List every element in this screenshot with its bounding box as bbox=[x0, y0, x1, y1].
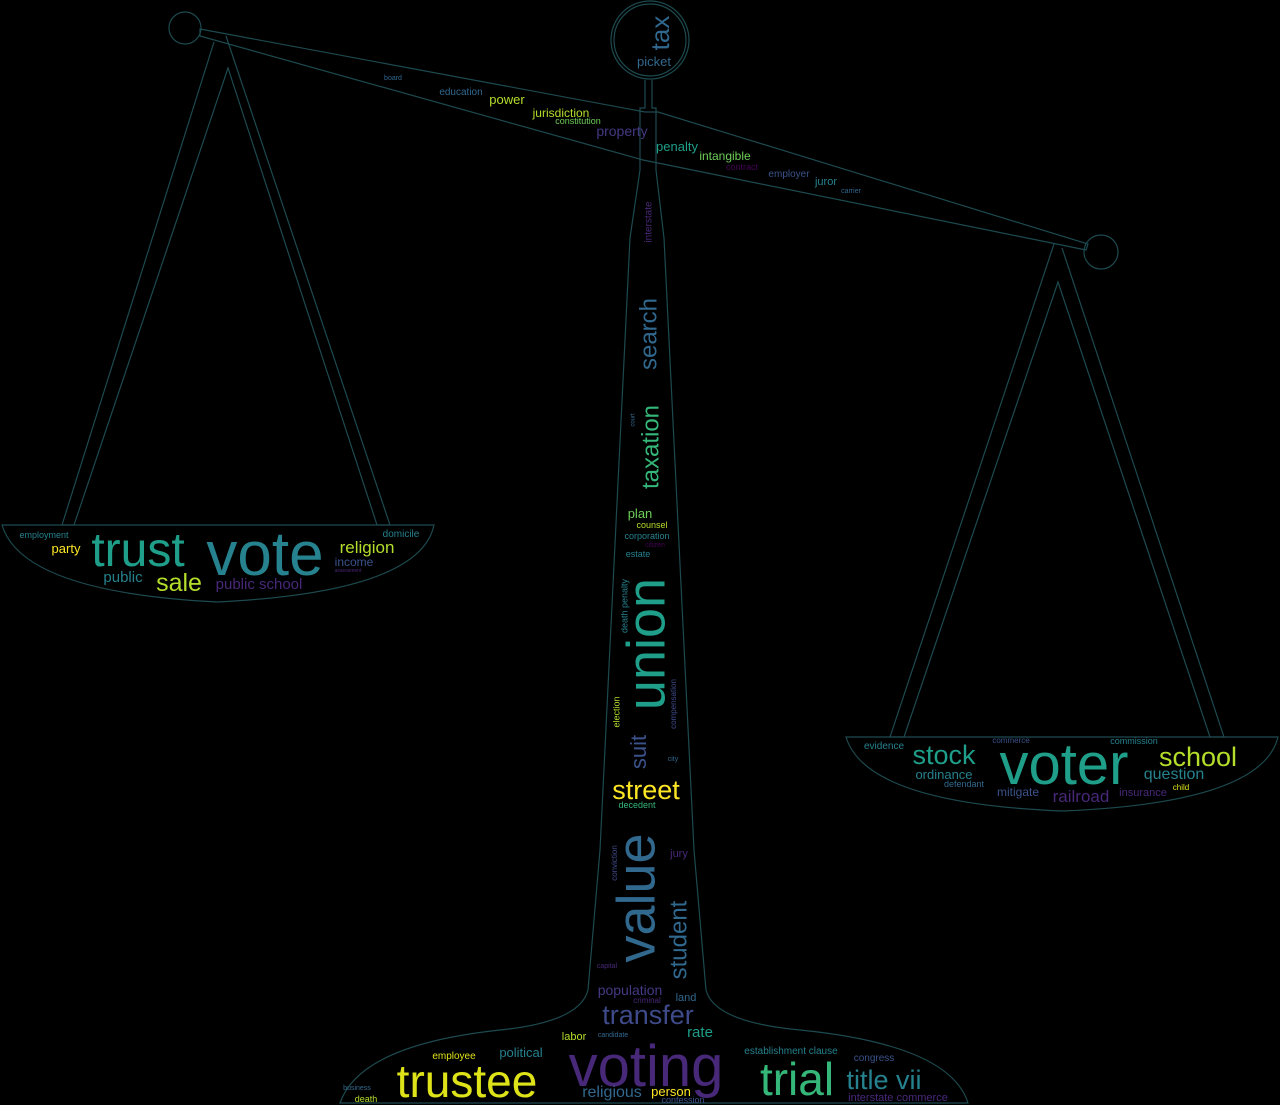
word: party bbox=[52, 541, 81, 556]
word: union bbox=[616, 578, 676, 710]
word: confession bbox=[661, 1095, 704, 1105]
word: vote bbox=[206, 520, 323, 589]
word: assessment bbox=[335, 568, 362, 574]
word: transfer bbox=[602, 1000, 694, 1030]
word: defendant bbox=[944, 779, 985, 789]
word: domicile bbox=[383, 529, 420, 540]
balance-beam bbox=[199, 28, 1089, 251]
word: value bbox=[606, 833, 666, 962]
top-ring bbox=[610, 0, 690, 80]
word: candidate bbox=[598, 1032, 628, 1039]
word: trust bbox=[91, 524, 184, 577]
word: plan bbox=[628, 506, 653, 521]
word: power bbox=[489, 92, 525, 107]
word: business bbox=[343, 1085, 371, 1092]
word: trustee bbox=[397, 1055, 538, 1105]
word: public bbox=[103, 569, 143, 586]
word: citizen bbox=[645, 542, 665, 549]
word: voter bbox=[1000, 732, 1129, 797]
right-pan-strings bbox=[889, 243, 1225, 738]
top-ring-inner bbox=[613, 3, 687, 77]
word: intangible bbox=[699, 149, 751, 163]
word: constitution bbox=[555, 116, 601, 126]
word: establishment clause bbox=[744, 1046, 838, 1057]
word: estate bbox=[626, 549, 651, 559]
word: education bbox=[439, 87, 482, 98]
word: religious bbox=[582, 1084, 642, 1101]
word: court bbox=[631, 413, 637, 427]
word: ordinance bbox=[915, 767, 972, 782]
word: election bbox=[611, 696, 621, 727]
word: evidence bbox=[864, 741, 904, 752]
word: railroad bbox=[1053, 787, 1110, 806]
word: population bbox=[598, 982, 663, 998]
right-pan bbox=[845, 736, 1279, 812]
word: religion bbox=[340, 538, 395, 557]
word: school bbox=[1159, 742, 1237, 772]
word: criminal bbox=[633, 996, 661, 1005]
word: city bbox=[668, 756, 679, 763]
word: voting bbox=[569, 1034, 724, 1099]
word: political bbox=[499, 1045, 542, 1060]
word: income bbox=[335, 555, 374, 569]
word: title vii bbox=[846, 1065, 921, 1095]
word: death bbox=[355, 1094, 378, 1104]
word: interstate commerce bbox=[848, 1092, 948, 1104]
word-cloud: tax picket board education power jurisdi… bbox=[19, 16, 1237, 1105]
word: property bbox=[596, 123, 647, 139]
word: employee bbox=[432, 1051, 476, 1062]
word: labor bbox=[562, 1031, 587, 1043]
word: death penalty bbox=[619, 578, 629, 633]
beam-left-ring bbox=[168, 11, 202, 45]
word: contract bbox=[726, 162, 759, 172]
word: picket bbox=[637, 54, 671, 69]
word: public school bbox=[216, 576, 303, 593]
word: trial bbox=[760, 1053, 834, 1105]
word: tax bbox=[645, 16, 675, 51]
word: stock bbox=[912, 740, 976, 770]
word: taxation bbox=[637, 405, 664, 489]
left-pan-strings bbox=[61, 35, 391, 526]
word: interstate bbox=[644, 201, 655, 243]
word: capital bbox=[597, 963, 618, 970]
word: street bbox=[612, 775, 680, 805]
word: conviction bbox=[610, 845, 619, 881]
word: jurisdiction bbox=[532, 106, 590, 120]
word: jury bbox=[669, 848, 688, 860]
word: corporation bbox=[624, 531, 669, 541]
word: land bbox=[676, 992, 697, 1004]
word: penalty bbox=[656, 139, 698, 154]
word: question bbox=[1144, 766, 1205, 783]
word: search bbox=[635, 298, 662, 370]
word: compensation bbox=[669, 679, 678, 729]
word: carrier bbox=[841, 188, 862, 195]
left-pan bbox=[1, 524, 435, 603]
word: employment bbox=[19, 530, 69, 540]
word: child bbox=[1173, 783, 1189, 792]
word: commerce bbox=[992, 736, 1030, 745]
word: board bbox=[384, 75, 402, 82]
word: counsel bbox=[636, 520, 667, 530]
word: congress bbox=[854, 1053, 895, 1064]
word: decedent bbox=[618, 800, 656, 810]
word: rate bbox=[687, 1024, 713, 1041]
beam-right-ring bbox=[1083, 234, 1119, 270]
word: student bbox=[665, 900, 692, 979]
word: commission bbox=[1110, 736, 1158, 746]
word: mitigate bbox=[997, 785, 1039, 799]
word: employer bbox=[768, 169, 810, 180]
word: sale bbox=[156, 569, 202, 597]
word: juror bbox=[814, 176, 837, 188]
word: suit bbox=[626, 735, 651, 769]
word: insurance bbox=[1119, 787, 1167, 799]
word: person bbox=[651, 1084, 691, 1099]
center-column-and-base bbox=[339, 80, 969, 1104]
